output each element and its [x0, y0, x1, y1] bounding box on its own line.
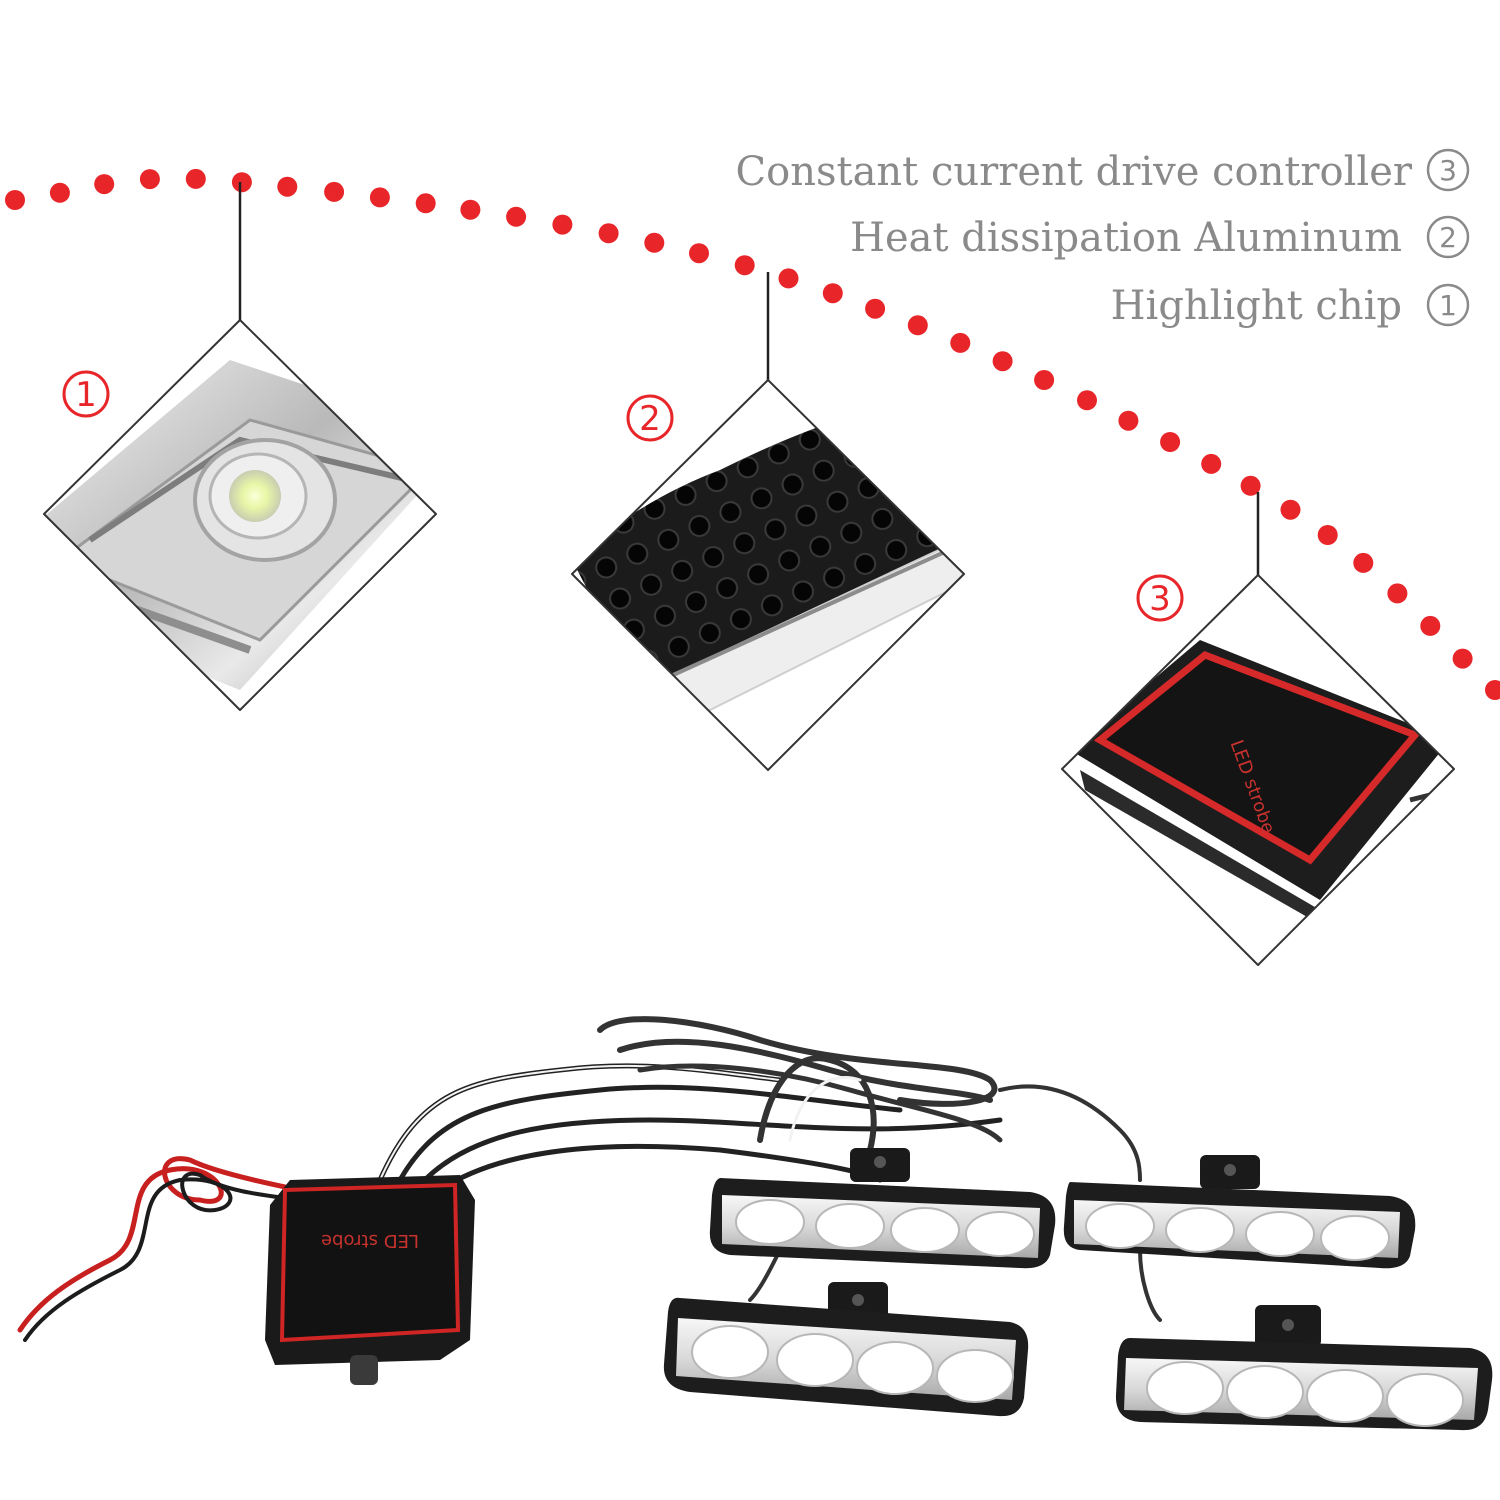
red-dotted-arc: [5, 168, 1500, 700]
feature-number-2: 2: [1439, 221, 1457, 254]
arc-dot: [1353, 552, 1374, 573]
arc-dot: [1452, 648, 1473, 669]
arc-dot: [644, 232, 665, 253]
arc-dot: [778, 268, 799, 289]
arc-dot: [865, 298, 886, 319]
arc-dot: [598, 223, 619, 244]
arc-dot: [49, 182, 70, 203]
arc-dot: [139, 169, 160, 190]
arc-dot: [992, 351, 1013, 372]
arc-dot: [324, 181, 345, 202]
kit-controller-label: LED strobe: [321, 1230, 419, 1251]
feature-number-3: 3: [1439, 154, 1457, 187]
detail-panel-controller: LED strobe: [1061, 574, 1455, 966]
feature-list: Constant current drive controller 3 Heat…: [736, 148, 1470, 329]
arc-dot: [94, 174, 115, 195]
kit-light-bar-3: [663, 1282, 1029, 1417]
kit-wiring: [17, 1016, 1162, 1342]
arc-dot: [1420, 615, 1441, 636]
arc-dot: [1201, 453, 1222, 474]
panel-number-2: 2: [639, 399, 661, 439]
kit-controller-box: LED strobe: [265, 1175, 475, 1385]
arc-dot: [907, 315, 928, 336]
arc-dot: [1240, 475, 1261, 496]
kit-light-bar-1: [709, 1148, 1056, 1269]
arc-dot: [1485, 680, 1500, 700]
panel-marker-1: 1: [62, 370, 110, 418]
panel-number-3: 3: [1149, 579, 1171, 619]
feature-number-1: 1: [1439, 289, 1457, 322]
adjustment-spring-icon: [350, 1355, 378, 1385]
feature-number-circle-2: [1426, 215, 1470, 259]
panel-number-1: 1: [75, 375, 97, 415]
feature-number-circle-3: [1426, 148, 1470, 192]
feature-number-circle-1: [1426, 283, 1470, 327]
arc-dot: [734, 255, 755, 276]
arc-dot: [506, 206, 527, 227]
arc-dot: [231, 172, 252, 193]
arc-dot: [1280, 499, 1301, 520]
arc-dot: [1034, 370, 1055, 390]
detail-panel-heat-sink: [571, 379, 965, 771]
arc-dot: [689, 243, 709, 264]
detail-panel-highlight-chip: [43, 319, 437, 711]
arc-dot: [552, 214, 573, 235]
arc-dot: [185, 168, 206, 189]
kit-light-bar-2: [1063, 1155, 1416, 1269]
arc-dot: [1317, 525, 1338, 545]
feature-label-2: Heat dissipation Aluminum: [850, 215, 1402, 261]
arc-dot: [5, 190, 25, 210]
feature-label-1: Highlight chip: [1111, 283, 1402, 329]
panel-marker-3: 3: [1136, 574, 1184, 622]
arc-dot: [1387, 583, 1408, 604]
arc-dot: [415, 193, 436, 214]
arc-dot: [1160, 432, 1181, 452]
arc-dot: [369, 187, 390, 208]
arc-dot: [822, 283, 843, 304]
arc-dot: [950, 332, 971, 353]
led-chip-icon: [229, 470, 281, 522]
kit-light-bar-4: [1115, 1305, 1493, 1431]
feature-label-3: Constant current drive controller: [736, 149, 1413, 195]
arc-dot: [460, 199, 481, 220]
arc-dot: [1118, 410, 1139, 431]
arc-dot: [1077, 390, 1097, 411]
arc-dot: [277, 176, 298, 197]
panel-marker-2: 2: [626, 394, 674, 442]
